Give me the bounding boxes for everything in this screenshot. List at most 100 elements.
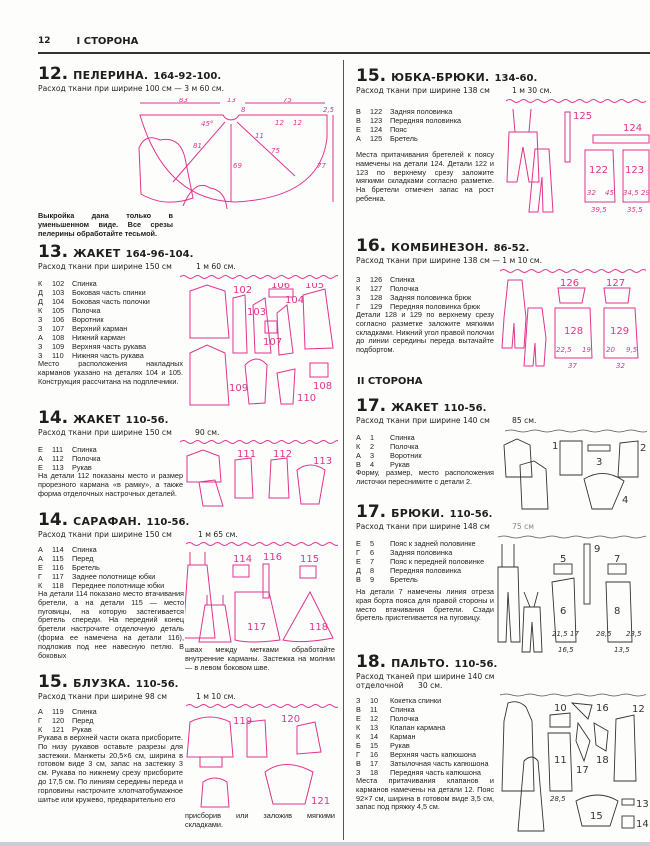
section-note: На детали 114 показано место втачивания … [38,589,184,660]
part-number: 11 [370,705,378,714]
dimension-label: 39,5 [591,206,607,214]
fabric-amount: 75 см [512,522,534,531]
part-name: Полочка [390,284,419,293]
fabric-code: К [356,732,361,741]
part-number: 7 [370,557,375,566]
piece-label: 7 [614,554,620,565]
part-name: Рукав [390,460,410,469]
piece-label: 127 [606,278,625,289]
part-number: 124 [370,125,383,134]
section-number: 16. [356,236,387,256]
fabric-code: Д [38,288,43,297]
dimension-label: 17 [570,630,579,638]
fabric-code: А [356,451,361,460]
fabric-code: К [38,279,43,288]
dimension-label: 11 [255,132,264,140]
part-number: 117 [52,572,64,581]
fabric-consumption: Расход ткани при ширине 138 см — 1 м 10 … [356,256,543,265]
section-sizes: 110-56. [135,679,179,690]
jacket-17-diagram: 1 3 2 4 [503,438,646,510]
wavy-divider [498,534,646,540]
piece-label: 120 [281,714,300,725]
wavy-divider [180,274,338,280]
part-number: 122 [370,107,383,116]
section-15-blouse: 15.БЛУЗКА.110-56. Расход ткани при ширин… [38,672,338,804]
part-number: 14 [370,732,379,741]
part-number: 8 [370,566,375,575]
part-number: 13 [370,723,379,732]
piece-label: 112 [273,449,292,460]
piece-label: 105 [305,283,324,291]
piece-label: 111 [237,449,256,460]
section-note: Место расположения накладных карманов ук… [38,359,183,386]
fabric-code: А [38,707,43,716]
dimension-label: 81 [193,142,202,150]
part-number: 10 [370,696,379,705]
fabric-code: Е [38,463,43,472]
section-title: ЮБКА-БРЮКИ. [391,71,490,84]
piece-label: 6 [560,606,566,617]
dimension-label: 75 [271,147,280,155]
part-name: Верхняя часть капюшона [390,750,477,759]
section-note: На детали 7 намечены линия отреза края б… [356,587,494,623]
dimension-label: 19 [582,346,591,354]
fabric-code: Г [356,302,360,311]
part-name: Спинка [390,705,415,714]
piece-label: 15 [590,811,603,822]
dimension-label: 45 [605,189,614,197]
piece-label: 109 [229,383,248,394]
dimension-label: 37 [568,362,577,370]
dimension-label: 83 [179,98,188,104]
section-title: САРАФАН. [73,515,142,528]
section-title: КОМБИНЕЗОН. [391,241,489,254]
part-number: 102 [52,279,65,288]
section-note-continuation: присборив или заложив мягкими складками. [185,811,335,829]
fabric-code: Г [38,572,42,581]
fabric-code: З [38,342,43,351]
piece-label: 117 [247,622,266,633]
fabric-code: Е [38,445,43,454]
part-name: Рукав [72,725,92,734]
fabric-code: Б [356,741,361,750]
part-number: 9 [370,575,375,584]
page-header: 12 I СТОРОНА [38,36,138,47]
dimension-label: 28,5 [550,795,566,803]
fabric-amount: 1 м 65 см. [198,530,238,539]
part-number: 116 [52,563,64,572]
trim-fabric-consumption: отделочной 30 см. [356,681,443,690]
piece-label: 17 [576,765,589,776]
section-sizes: 110-56. [443,403,487,414]
section-note: Форму, размер, место расположения листоч… [356,468,494,486]
piece-label: 121 [311,796,330,807]
page-edge [0,842,650,846]
part-name: Рукав [390,741,410,750]
dimension-label: 35,5 [627,206,643,214]
part-name: Задняя половинка брюк [390,293,472,302]
fabric-width: Расход ткани при ширине 150 см [38,530,172,539]
dimension-label: 45° [201,120,213,128]
part-name: Пояс к задней половинке [390,539,476,548]
part-number: 112 [52,454,64,463]
piece-label: 116 [263,552,282,563]
part-name: Пояс [390,125,407,134]
section-note: На детали 112 показаны место и размер пр… [38,471,183,498]
fabric-amount: 85 см. [512,416,537,425]
part-number: 6 [370,548,375,557]
part-number: 2 [370,442,375,451]
